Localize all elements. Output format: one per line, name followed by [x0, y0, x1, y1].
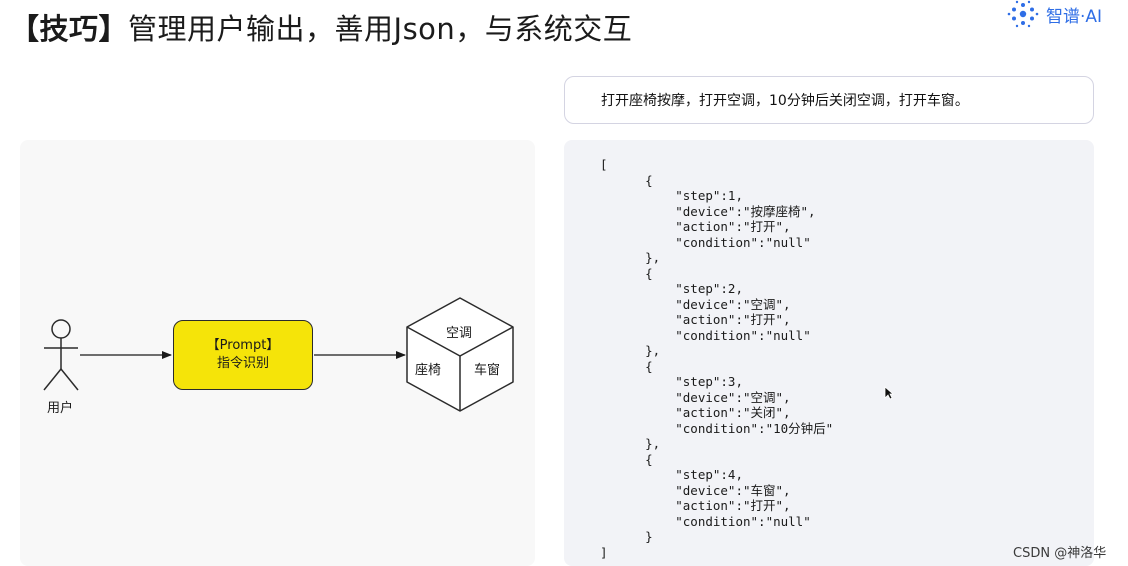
json-action-line: "action":"打开", — [600, 312, 791, 327]
json-device-line: "device":"车窗", — [600, 483, 791, 498]
zhipu-logo-icon — [1006, 0, 1040, 28]
json-device-line: "device":"空调", — [600, 390, 791, 405]
json-condition-line: "condition":"10分钟后" — [600, 421, 833, 436]
prompt-subtitle: 指令识别 — [217, 355, 269, 373]
json-object-open: { — [600, 173, 653, 188]
json-condition-line: "condition":"null" — [600, 514, 811, 529]
json-code-block: [ { "step":1, "device":"按摩座椅", "action":… — [600, 157, 833, 560]
json-device-line: "device":"空调", — [600, 297, 791, 312]
json-object-open: { — [600, 452, 653, 467]
json-close-bracket: ] — [600, 545, 608, 560]
json-step-line: "step":2, — [600, 281, 743, 296]
instruction-box: 打开座椅按摩，打开空调，10分钟后关闭空调，打开车窗。 — [564, 76, 1094, 124]
mouse-cursor-icon — [884, 386, 894, 400]
flow-diagram — [0, 0, 564, 566]
cube-top-label: 空调 — [446, 322, 472, 341]
json-object-close: } — [600, 529, 653, 544]
watermark: CSDN @神洛华 — [1013, 542, 1106, 561]
prompt-box: 【Prompt】 指令识别 — [173, 320, 313, 390]
json-action-line: "action":"打开", — [600, 219, 791, 234]
json-step-line: "step":4, — [600, 467, 743, 482]
json-object-close: }, — [600, 436, 660, 451]
json-device-line: "device":"按摩座椅", — [600, 204, 816, 219]
cube-right-label: 车窗 — [474, 359, 500, 378]
device-cube — [407, 298, 513, 411]
json-step-line: "step":1, — [600, 188, 743, 203]
json-object-open: { — [600, 359, 653, 374]
json-condition-line: "condition":"null" — [600, 235, 811, 250]
user-label: 用户 — [47, 397, 73, 416]
instruction-text: 打开座椅按摩，打开空调，10分钟后关闭空调，打开车窗。 — [601, 90, 969, 110]
json-object-open: { — [600, 266, 653, 281]
zhipu-logo: 智谱·AI — [1006, 0, 1102, 28]
cube-left-label: 座椅 — [415, 359, 441, 378]
json-action-line: "action":"打开", — [600, 498, 791, 513]
user-stick-figure-icon — [44, 320, 78, 390]
json-action-line: "action":"关闭", — [600, 405, 791, 420]
json-object-close: }, — [600, 250, 660, 265]
json-step-line: "step":3, — [600, 374, 743, 389]
json-object-close: }, — [600, 343, 660, 358]
json-open-bracket: [ — [600, 157, 608, 172]
prompt-title: 【Prompt】 — [207, 337, 280, 355]
json-condition-line: "condition":"null" — [600, 328, 811, 343]
logo-text: 智谱·AI — [1046, 2, 1102, 27]
